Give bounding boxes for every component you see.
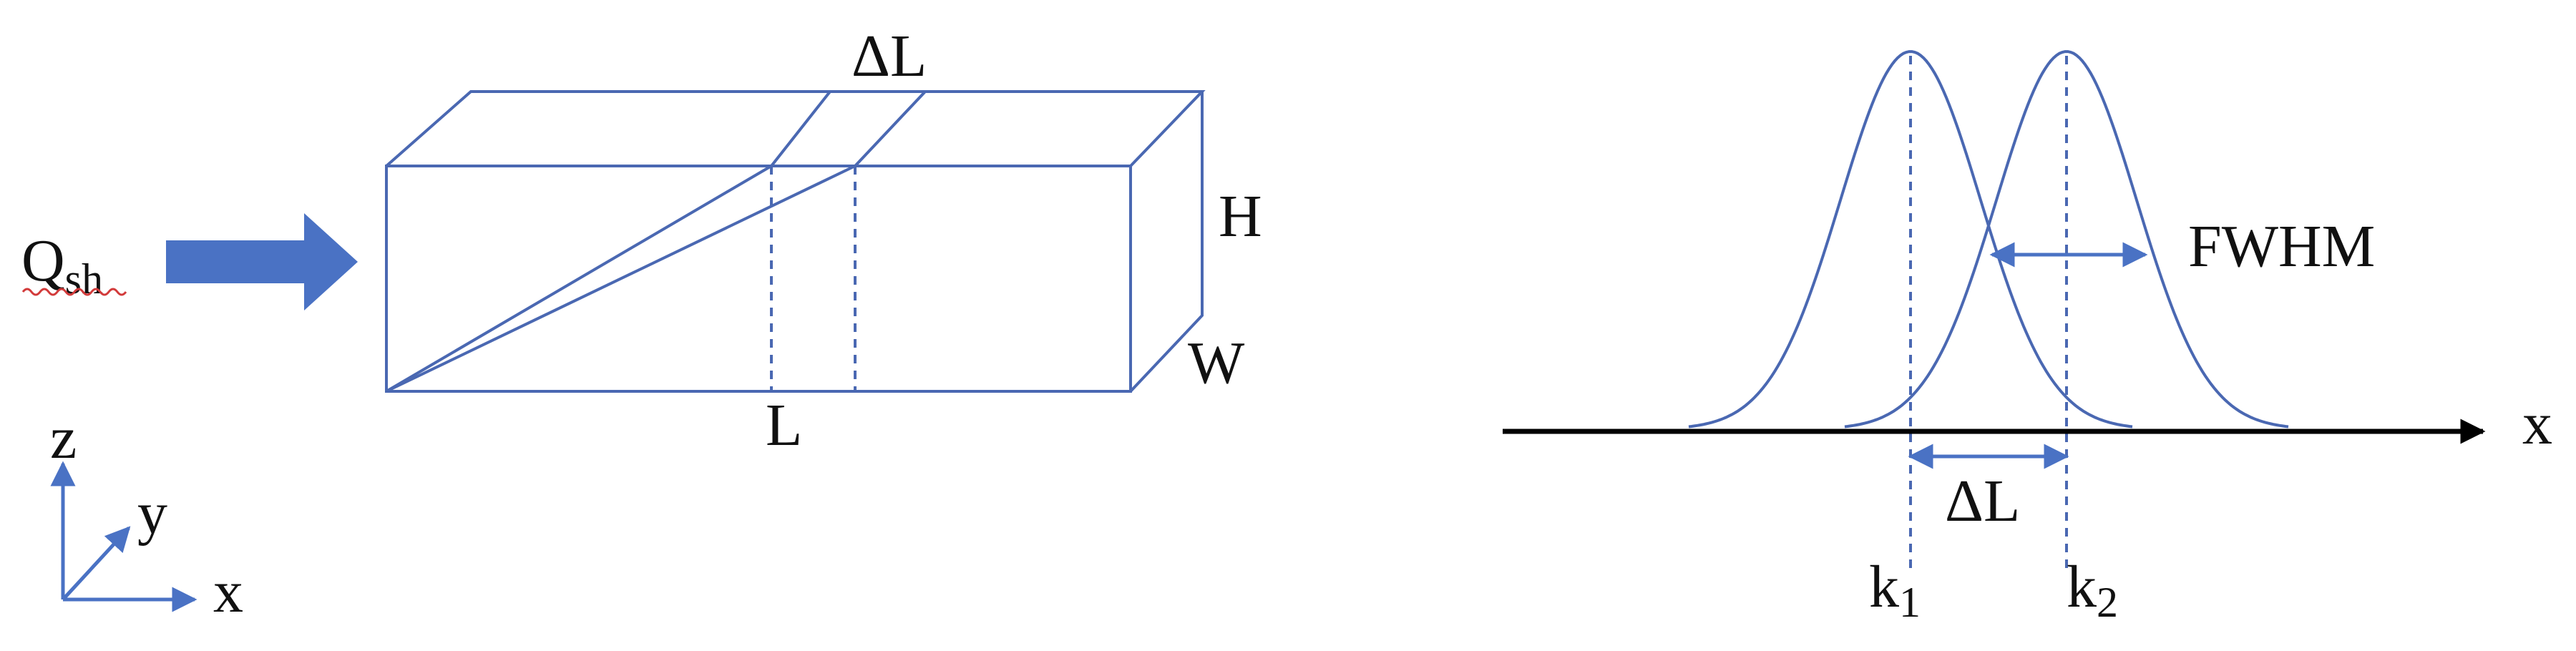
channel-diagram: Qsh ΔL H W L z y x — [21, 23, 1262, 625]
y-axis-label: y — [137, 480, 167, 547]
peak-1-label-main: k — [1869, 554, 1899, 620]
box-front-face — [385, 165, 1132, 393]
flow-arrow-icon — [166, 213, 358, 310]
channel-box — [385, 90, 1206, 393]
box-top-face — [385, 90, 1206, 167]
x-axis-label: x — [213, 559, 243, 625]
peak-1-label: k1 — [1869, 554, 1921, 626]
peak-1-curve — [1688, 50, 2133, 429]
spellcheck-squiggle — [21, 288, 127, 296]
peak-2-label-main: k — [2067, 554, 2097, 620]
coordinate-axes — [50, 461, 197, 612]
peak-2-curve — [1844, 50, 2289, 429]
peak-2-label-sub: 2 — [2097, 579, 2118, 626]
diagonal-line-2 — [386, 165, 856, 393]
box-side-face — [1129, 92, 1204, 393]
diagonal-line-1 — [385, 165, 773, 393]
flow-label-main: Q — [21, 227, 65, 294]
top-slice-line-2 — [854, 90, 927, 167]
peak-separation-label: ΔL — [1945, 468, 2020, 534]
peaks-diagram: x FWHM ΔL k1 k2 — [1503, 50, 2552, 626]
right-x-axis-label: x — [2522, 391, 2552, 457]
z-axis-label: z — [50, 405, 77, 471]
y-axis-arrow — [62, 526, 131, 601]
height-label: H — [1219, 183, 1262, 250]
delta-l-label: ΔL — [852, 23, 927, 89]
width-label: W — [1188, 330, 1245, 396]
peak-1-label-sub: 1 — [1899, 579, 1921, 626]
length-label: L — [766, 392, 802, 459]
fwhm-label: FWHM — [2188, 213, 2375, 280]
peak-2-label: k2 — [2067, 554, 2118, 626]
top-slice-line-1 — [770, 90, 831, 167]
flow-label: Qsh — [21, 227, 103, 303]
